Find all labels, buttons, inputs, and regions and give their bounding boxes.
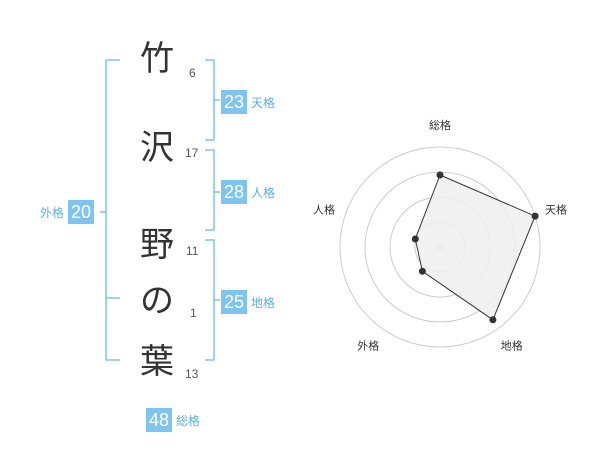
soukaku-label: 総格 (176, 413, 201, 428)
name-char-4: の (140, 281, 174, 321)
soukaku-badge: 48 総格 (146, 408, 200, 432)
tenkaku-value: 23 (221, 90, 248, 114)
name-char-1: 竹 (140, 39, 174, 79)
name-char-5: 葉 (140, 342, 174, 382)
stroke-count-1: 6 (189, 66, 196, 80)
tenkaku-label: 天格 (251, 95, 276, 110)
stroke-count-2: 17 (185, 146, 199, 160)
radar-axis-label-4: 外格 (357, 339, 379, 353)
gaikaku-badge: 外格 20 (40, 200, 95, 224)
stroke-count-4: 1 (190, 306, 197, 320)
radar-point-2 (531, 212, 539, 220)
radar-ring-4 (339, 146, 541, 348)
stroke-count-5: 13 (185, 367, 199, 381)
radar-axis-label-5: 人格 (313, 202, 335, 216)
radar-axis-label-1: 総格 (429, 118, 451, 132)
jinkaku-label: 人格 (251, 185, 276, 200)
radar-polygon (414, 174, 536, 321)
chikaku-value: 25 (221, 290, 248, 314)
chikaku-label: 地格 (251, 295, 276, 310)
jinkaku-badge: 28 人格 (221, 180, 275, 204)
gaikaku-value: 20 (68, 200, 95, 224)
gaikaku-label: 外格 (40, 205, 65, 220)
radar-point-5 (411, 235, 419, 243)
radar-point-1 (436, 171, 444, 179)
tenkaku-badge: 23 天格 (221, 90, 275, 114)
chikaku-badge: 25 地格 (221, 290, 275, 314)
radar-axis-label-2: 天格 (545, 202, 567, 216)
jinkaku-value: 28 (221, 180, 248, 204)
radar-point-3 (489, 316, 497, 324)
soukaku-value: 48 (146, 408, 173, 432)
jinkaku-bracket (205, 149, 215, 231)
name-char-3: 野 (140, 225, 174, 265)
stroke-count-3: 11 (186, 244, 199, 258)
name-char-2: 沢 (140, 128, 174, 168)
gaikaku-bracket (105, 59, 120, 361)
radar-point-4 (418, 267, 426, 275)
radar-axis-label-3: 地格 (501, 339, 523, 353)
